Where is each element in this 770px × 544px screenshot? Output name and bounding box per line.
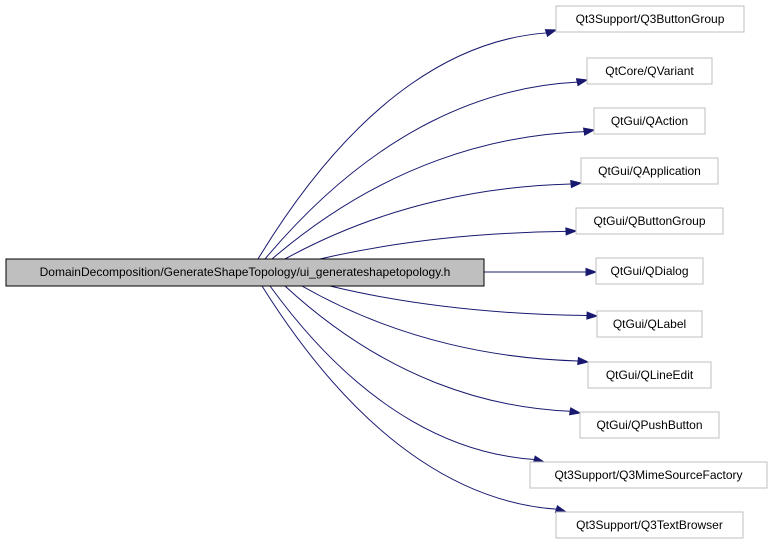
nodes-layer: DomainDecomposition/GenerateShapeTopolog… bbox=[5, 5, 768, 539]
include-node-label: QtCore/QVariant bbox=[605, 64, 694, 78]
include-node-qtgui-qapplication[interactable]: QtGui/QApplication bbox=[580, 157, 719, 185]
include-node-box bbox=[529, 461, 768, 489]
include-node-label: QtGui/QApplication bbox=[598, 164, 701, 178]
include-node-qtgui-qbuttongroup[interactable]: QtGui/QButtonGroup bbox=[575, 207, 724, 235]
include-node-label: QtGui/QPushButton bbox=[596, 418, 702, 432]
include-node-label: Qt3Support/Q3MimeSourceFactory bbox=[554, 468, 742, 482]
include-edge-qtgui-qlabel bbox=[329, 285, 588, 317]
include-node-qtgui-qpushbutton[interactable]: QtGui/QPushButton bbox=[579, 411, 720, 439]
include-node-box bbox=[580, 157, 719, 185]
include-edge-qt3support-q3textbrowser bbox=[261, 285, 557, 510]
arrowhead-icon bbox=[544, 29, 558, 38]
include-node-box bbox=[587, 361, 712, 389]
include-node-qt3support-q3textbrowser[interactable]: Qt3Support/Q3TextBrowser bbox=[555, 511, 744, 539]
include-edge-qtgui-qaction bbox=[271, 131, 585, 260]
arrowhead-icon bbox=[565, 227, 578, 236]
root-node-label: DomainDecomposition/GenerateShapeTopolog… bbox=[40, 265, 451, 279]
include-node-label: QtGui/QLabel bbox=[613, 317, 686, 331]
include-edge-qtgui-qlineedit bbox=[301, 285, 579, 362]
include-node-qt3support-q3buttongroup[interactable]: Qt3Support/Q3ButtonGroup bbox=[555, 5, 745, 33]
arrowhead-icon bbox=[568, 407, 582, 416]
include-node-qtgui-qaction[interactable]: QtGui/QAction bbox=[593, 107, 706, 135]
include-node-qt3support-q3mimesourcefactory[interactable]: Qt3Support/Q3MimeSourceFactory bbox=[529, 461, 768, 489]
include-node-box bbox=[555, 5, 745, 33]
include-node-qtcore-qvariant[interactable]: QtCore/QVariant bbox=[586, 57, 713, 85]
include-node-label: QtGui/QAction bbox=[611, 114, 688, 128]
include-node-label: Qt3Support/Q3TextBrowser bbox=[576, 518, 723, 532]
edges-layer bbox=[257, 29, 599, 514]
include-node-label: QtGui/QDialog bbox=[610, 264, 688, 278]
include-edge-qtgui-qapplication bbox=[284, 183, 572, 260]
include-node-label: Qt3Support/Q3ButtonGroup bbox=[576, 12, 725, 26]
arrowhead-icon bbox=[585, 267, 598, 277]
arrowhead-icon bbox=[582, 127, 596, 136]
include-edge-qtcore-qvariant bbox=[264, 81, 578, 260]
include-edge-qt3support-q3buttongroup bbox=[257, 32, 547, 260]
root-node[interactable]: DomainDecomposition/GenerateShapeTopolog… bbox=[5, 258, 485, 287]
include-node-box bbox=[586, 57, 713, 85]
arrowhead-icon bbox=[575, 78, 589, 87]
include-node-qtgui-qlineedit[interactable]: QtGui/QLineEdit bbox=[587, 361, 712, 389]
include-node-box bbox=[593, 107, 706, 135]
include-edge-qtgui-qpushbutton bbox=[284, 285, 571, 412]
arrowhead-icon bbox=[554, 504, 568, 514]
include-node-qtgui-qdialog[interactable]: QtGui/QDialog bbox=[595, 257, 704, 285]
include-node-box bbox=[595, 257, 704, 285]
include-node-box bbox=[575, 207, 724, 235]
arrowhead-icon bbox=[570, 179, 583, 189]
include-node-label: QtGui/QButtonGroup bbox=[593, 214, 705, 228]
include-edge-qt3support-q3mimesourcefactory bbox=[269, 285, 535, 461]
root-node-box bbox=[5, 258, 485, 287]
include-node-qtgui-qlabel[interactable]: QtGui/QLabel bbox=[596, 310, 703, 338]
include-node-label: QtGui/QLineEdit bbox=[606, 368, 694, 382]
arrowhead-icon bbox=[586, 311, 599, 320]
include-node-box bbox=[596, 310, 703, 338]
include-edge-qtgui-qbuttongroup bbox=[319, 230, 567, 260]
arrowhead-icon bbox=[577, 356, 590, 366]
include-node-box bbox=[555, 511, 744, 539]
include-node-box bbox=[579, 411, 720, 439]
